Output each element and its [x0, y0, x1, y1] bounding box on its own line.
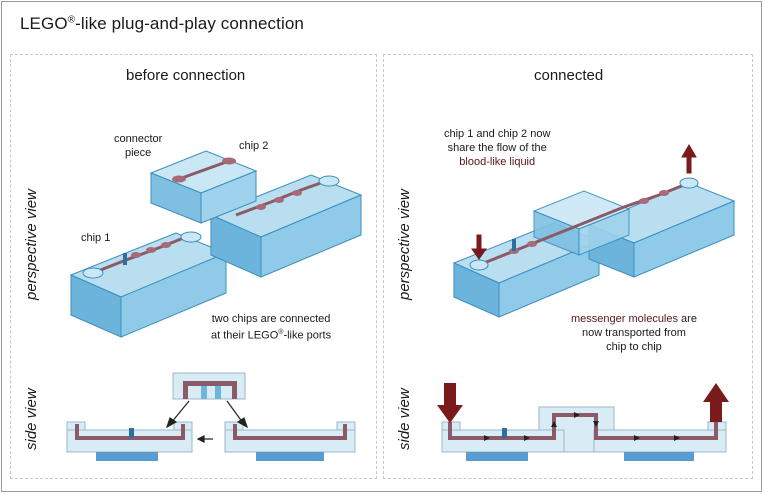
connected-chips-block — [452, 177, 736, 318]
figure-title: LEGO®-like plug-and-play connection — [20, 14, 304, 33]
panel-before-connection: before connection perspective view side … — [10, 54, 377, 479]
flow-arrows-perspective — [471, 144, 697, 260]
label-chip-2: chip 2 — [239, 140, 269, 152]
caption-before: two chips are connected at their LEGO®-l… — [211, 313, 332, 342]
connector-piece-block — [149, 150, 258, 224]
label-connector-piece: connector piece — [114, 133, 163, 159]
chip-1-block — [69, 231, 228, 338]
caption-messenger: messenger molecules are now transported … — [571, 313, 697, 353]
panel-title-before: before connection — [126, 67, 246, 84]
side-connector — [172, 372, 246, 400]
label-chip-1: chip 1 — [81, 232, 111, 244]
before-diagram — [66, 150, 363, 461]
caption-share-flow: chip 1 and chip 2 now share the flow of … — [444, 128, 551, 168]
connected-diagram — [437, 144, 736, 461]
side-chip-1 — [66, 421, 193, 461]
side-connect-arrows — [165, 400, 249, 443]
side-chip-2 — [224, 421, 356, 461]
side-connected — [437, 383, 729, 461]
panel-connected: connected perspective view side view — [383, 54, 753, 479]
chip-2-block — [209, 174, 363, 278]
panel-title-connected: connected — [534, 67, 604, 84]
